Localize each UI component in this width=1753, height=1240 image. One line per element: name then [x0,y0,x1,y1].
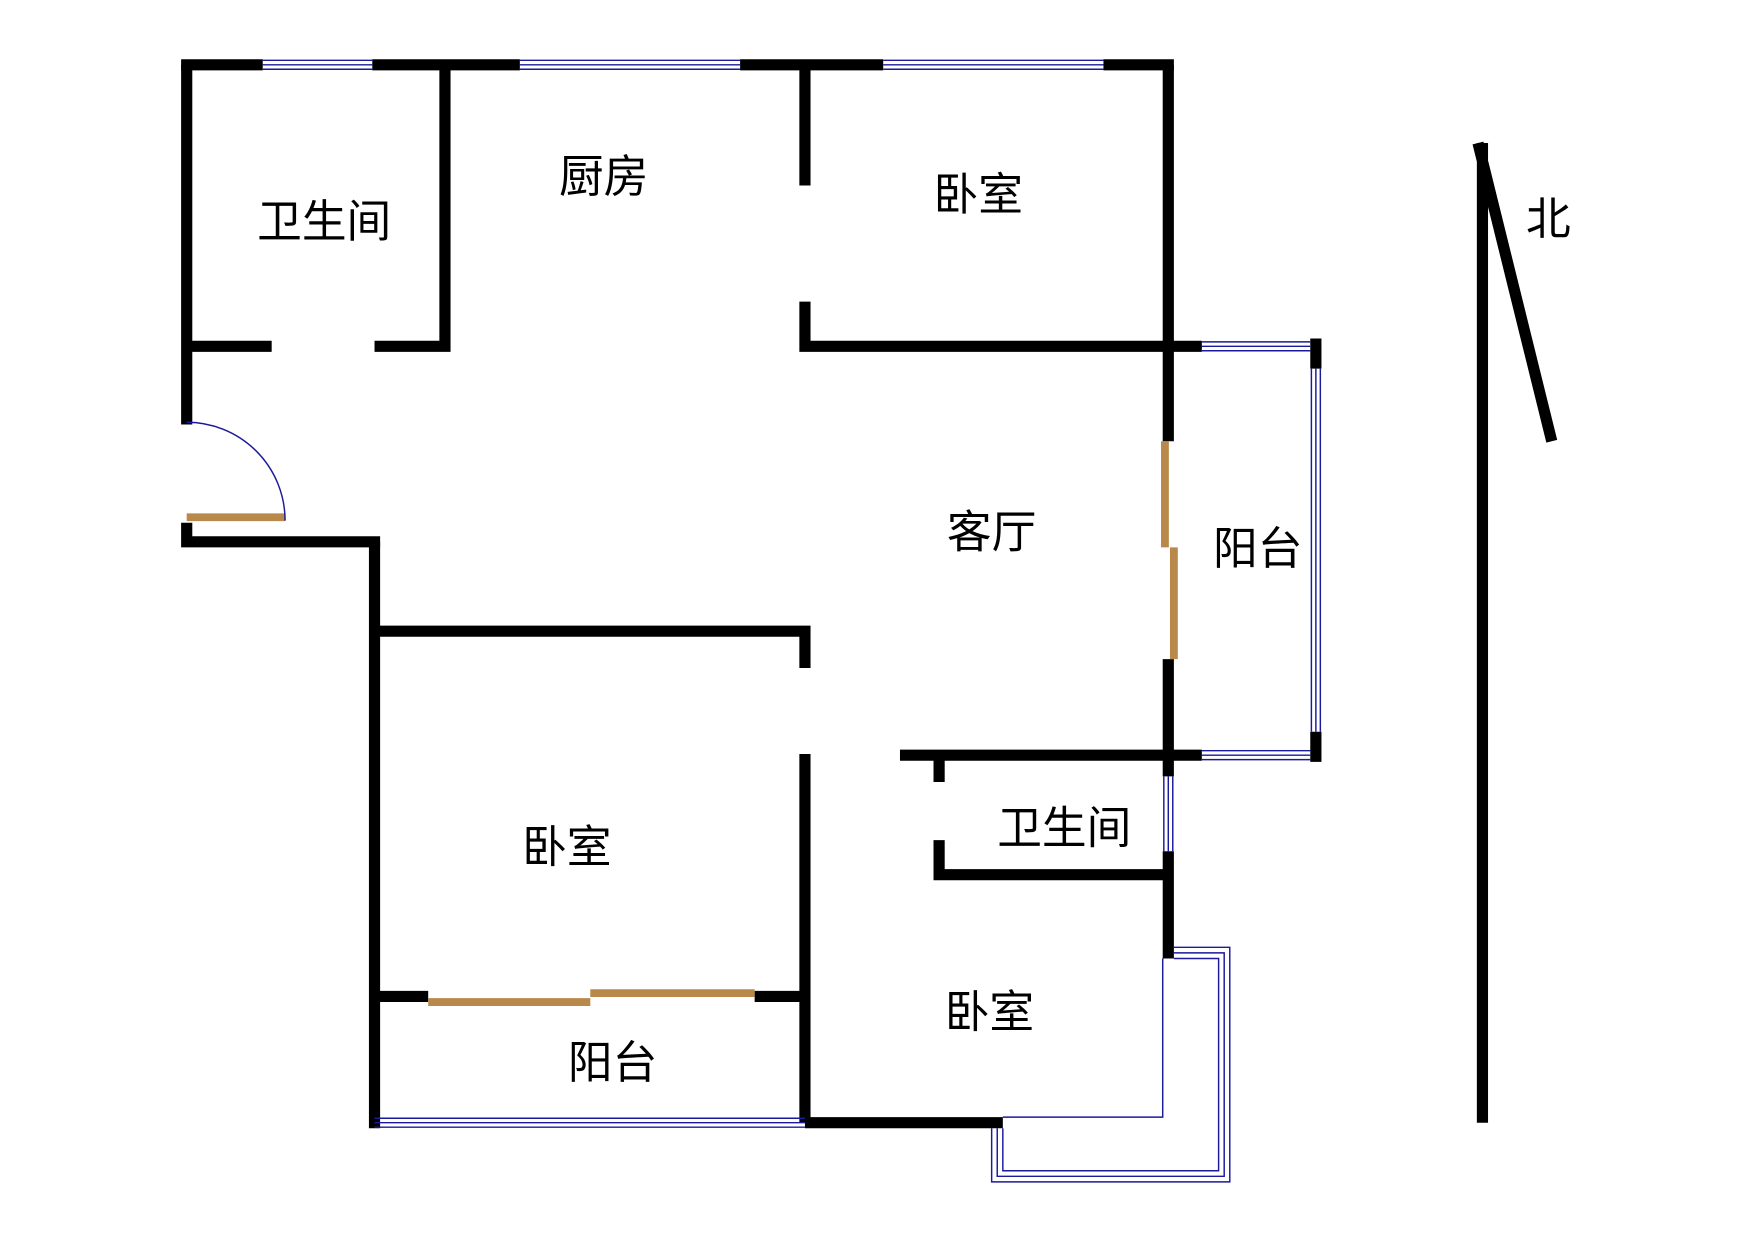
windows [262,59,1322,1183]
walls [181,59,1558,1129]
label-balcony-2: 阳台 [568,1037,657,1089]
label-balcony-1: 阳台 [1213,523,1302,575]
label-bedroom-1: 卧室 [934,169,1023,221]
north-arrow [1472,141,1558,1123]
label-kitchen: 厨房 [559,151,648,203]
label-bathroom-1: 卫生间 [257,196,391,248]
label-living-room: 客厅 [947,506,1036,558]
compass-label: 北 [1526,194,1571,246]
room-labels: 卫生间 厨房 卧室 客厅 阳台 卧室 卫生间 阳台 卧室 北 [257,151,1571,1089]
label-bedroom-2: 卧室 [522,821,611,873]
label-bathroom-2: 卫生间 [997,802,1131,854]
doors [186,421,1178,1006]
label-bedroom-3: 卧室 [945,987,1034,1039]
